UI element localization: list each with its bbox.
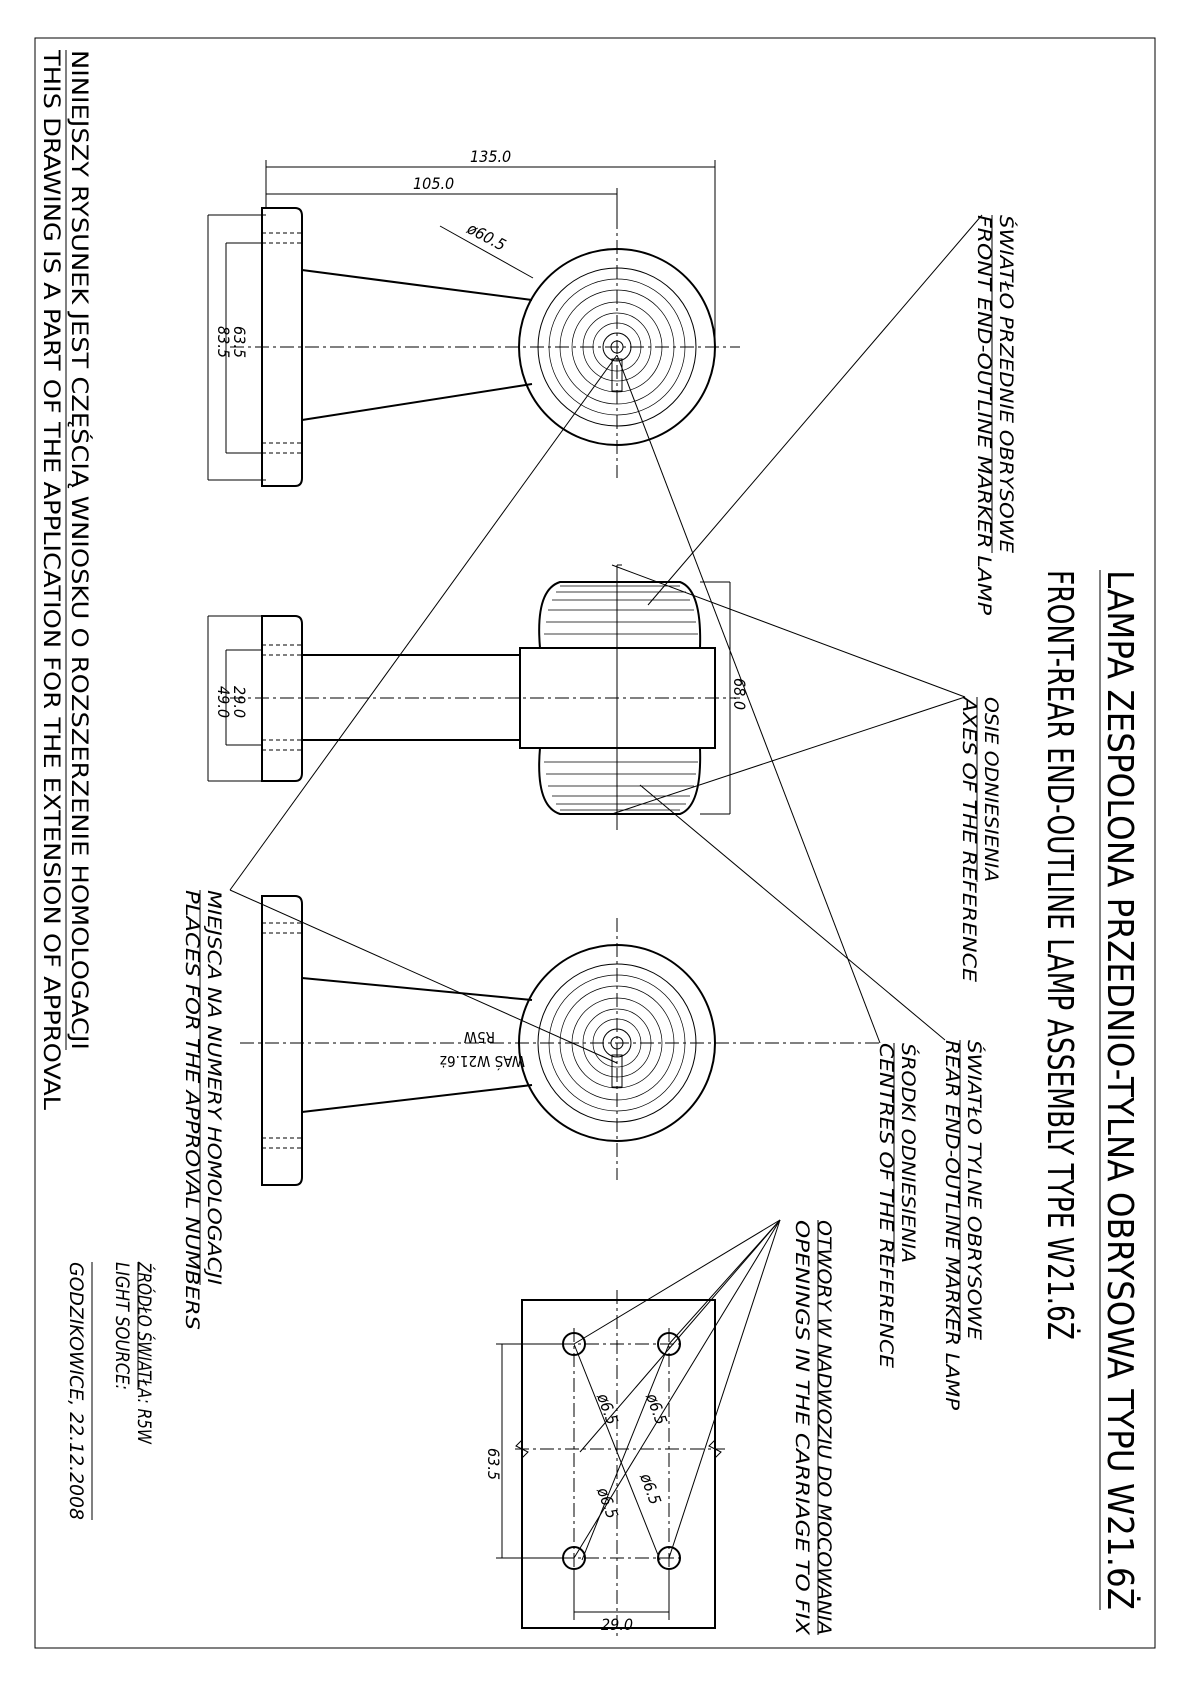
date-label: GODZIKOWICE, 22.12.2008: [65, 1262, 93, 1520]
leader-lines: [229, 214, 983, 1559]
places-label: MIEJSCA NA NUMERY HOMOLOGACJI: [199, 890, 225, 1285]
front-lamp-label-en: FRONT END-OUTLINE MARKER LAMP: [973, 215, 995, 616]
mounting-holes-view: 63.5 29.0 ø6.5 ø6.5 ø6.5 ø6.5: [484, 1290, 725, 1640]
light-source-pl: ŹRÓDŁO ŚWIATŁA: R5W: [133, 1261, 157, 1445]
title-block-en: FRONT-REAR END-OUTLINE LAMP ASSEMBLY TYP…: [1039, 570, 1081, 1340]
centres-label-pl: ŚRODKI ODNIESIENIA: [897, 1043, 921, 1263]
drawing-border: [34, 37, 1156, 1649]
bottom-view-lamp: R5W WAŚ W21.6ż: [240, 895, 880, 1186]
places-label-pl: MIEJSCA NA NUMERY HOMOLOGACJI: [203, 890, 225, 1285]
title-block-pl: LAMPA ZESPOLONA PRZEDNIO-TYLNA OBRYSOWA …: [1099, 570, 1141, 1610]
title-line-2: FRONT-REAR END-OUTLINE LAMP ASSEMBLY TYP…: [1039, 570, 1081, 1340]
rear-lamp-label-en: REAR END-OUTLINE MARKER LAMP: [941, 1040, 963, 1411]
lamp-marking: WAŚ W21.6ż: [440, 1052, 525, 1071]
dim-hole-4: ø6.5: [636, 1470, 665, 1507]
note-block-en: THIS DRAWING IS A PART OF THE APPLICATIO…: [38, 49, 63, 1110]
axes-label-en: AXES OF THE REFERENCE: [958, 696, 980, 983]
side-view-dimensions: 29.0 49.0 68.0: [207, 581, 749, 815]
top-view-lamp: [230, 190, 740, 487]
note-block-pl: NINIEJSZY RYSUNEK JEST CZĘŚCIĄ WNIOSKU O…: [65, 50, 92, 1050]
front-lamp-label: ŚWIATŁO PRZEDNIE OBRYSOWE: [991, 215, 1019, 553]
top-view-dimensions: 135.0 105.0 ø60.5 63.5 83.5: [207, 147, 716, 481]
note-line-1: NINIEJSZY RYSUNEK JEST CZĘŚCIĄ WNIOSKU O…: [66, 50, 92, 1050]
dim-hole-2: ø6.5: [642, 1390, 671, 1427]
openings-label-en: OPENINGS IN THE CARRIAGE TO FIX: [791, 1220, 813, 1637]
axes-label-pl: OSIE ODNIESIENIA: [980, 697, 1002, 882]
dim-29-0-holes: 29.0: [601, 1615, 633, 1634]
openings-label-pl: OTWORY W NADWOZIU DO MOCOWANIA: [813, 1220, 835, 1635]
rear-lamp-label-pl: ŚWIATŁO TYLNE OBRYSOWE: [963, 1040, 987, 1340]
light-source-en: LIGHT SOURCE:: [111, 1262, 133, 1390]
date-text: GODZIKOWICE, 22.12.2008: [65, 1262, 87, 1520]
dim-63-5-holes: 63.5: [484, 1448, 503, 1480]
rear-lamp-label: ŚWIATŁO TYLNE OBRYSOWE: [959, 1040, 987, 1340]
openings-label: OTWORY W NADWOZIU DO MOCOWANIA: [813, 1220, 835, 1635]
centres-label-en: CENTRES OF THE REFERENCE: [875, 1043, 897, 1368]
bulb-label: R5W: [464, 1028, 495, 1046]
light-source-label: ŹRÓDŁO ŚWIATŁA: R5W: [133, 1261, 157, 1445]
dim-105: 105.0: [413, 174, 454, 193]
dim-68-0: 68.0: [730, 678, 749, 710]
dim-49-0: 49.0: [214, 686, 233, 718]
front-lamp-label-pl: ŚWIATŁO PRZEDNIE OBRYSOWE: [995, 215, 1019, 553]
dim-63-5-top: 63.5: [230, 326, 249, 358]
note-line-2: THIS DRAWING IS A PART OF THE APPLICATIO…: [38, 49, 63, 1110]
title-line-1: LAMPA ZESPOLONA PRZEDNIO-TYLNA OBRYSOWA …: [1099, 570, 1141, 1610]
places-label-en: PLACES FOR THE APPROVAL NUMBERS: [181, 890, 203, 1330]
dim-dia-60-5: ø60.5: [463, 218, 509, 254]
axes-label: OSIE ODNIESIENIA: [976, 697, 1002, 882]
dim-29-0-side: 29.0: [230, 686, 249, 718]
side-view-lamp: [230, 564, 740, 830]
dim-83-5: 83.5: [214, 326, 233, 358]
centres-label: ŚRODKI ODNIESIENIA: [893, 1043, 921, 1263]
dim-135: 135.0: [470, 147, 511, 166]
